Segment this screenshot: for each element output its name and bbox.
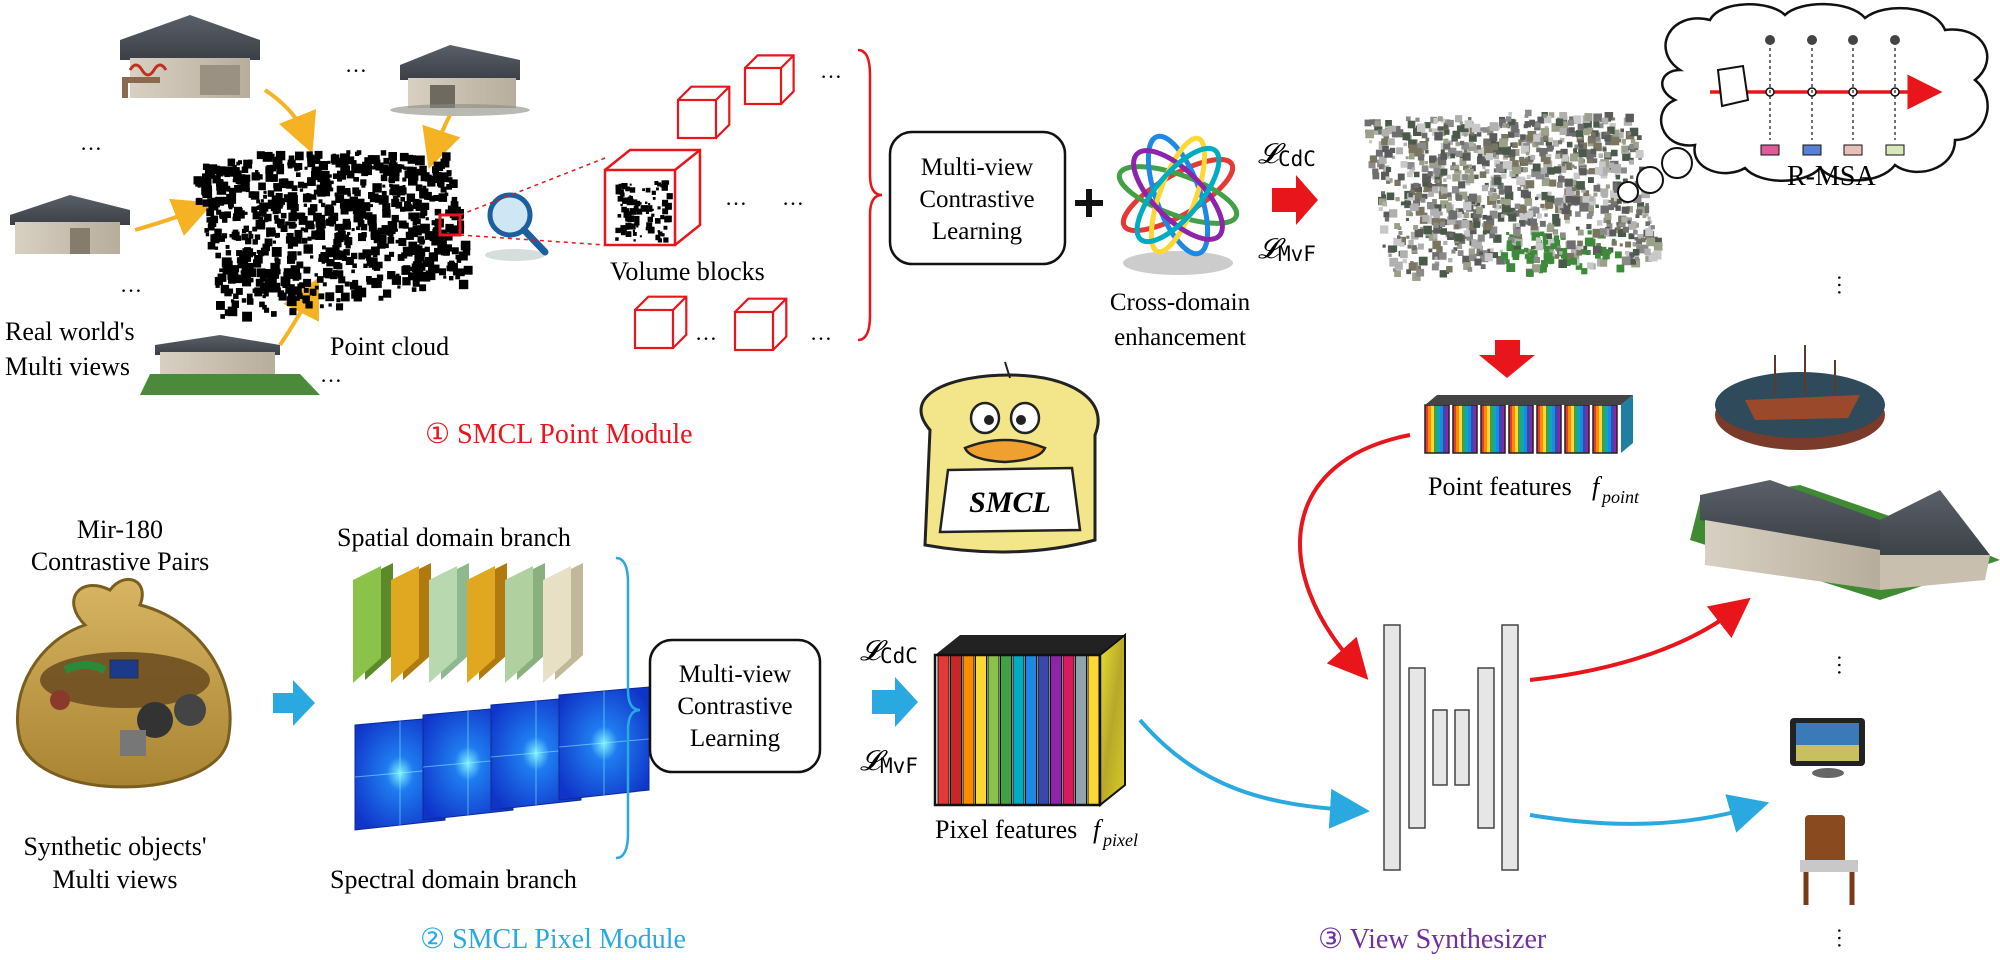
arrow-point-to-synth: [1298, 433, 1411, 680]
point-cloud: [193, 150, 473, 322]
house-thumbnail-1: [120, 15, 260, 98]
ellipsis-vertical-1: …: [1833, 274, 1858, 296]
svg-text:CdC: CdC: [880, 644, 918, 668]
mvcl-point-line3: Learning: [932, 218, 1023, 245]
mvcl-pixel-line1: Multi-view: [679, 661, 792, 688]
view-synthesizer-unet: [1383, 624, 1519, 871]
pixel-module-title: ② SMCL Pixel Module: [420, 924, 686, 955]
spectral-branch-label: Spectral domain branch: [330, 865, 577, 894]
svg-text:MvF: MvF: [1278, 242, 1316, 266]
synthetic-label-1: Synthetic objects': [23, 832, 206, 861]
volume-blocks-label: Volume blocks: [610, 257, 765, 286]
ellipsis-blocks-4: …: [695, 320, 717, 345]
svg-text:f: f: [1592, 472, 1603, 501]
cross-domain-label-1: Cross-domain: [1110, 289, 1251, 316]
ellipsis-bottom-1: …: [320, 362, 342, 387]
blue-block-arrow-1: [273, 680, 315, 726]
mascot-label: SMCL: [969, 486, 1051, 519]
red-block-arrow-right: [1272, 175, 1318, 225]
ellipsis-blocks-2: …: [725, 185, 747, 210]
red-brace: [857, 48, 883, 342]
point-features-label: Point features f point: [1428, 472, 1640, 507]
synthetic-label-2: Multi views: [53, 865, 178, 894]
cross-domain-sphere-icon: [1116, 133, 1240, 275]
zoom-line-1: [459, 157, 606, 216]
point-module-title: ① SMCL Point Module: [425, 419, 693, 450]
pixel-features-cube: [933, 632, 1126, 808]
colored-point-cloud: [1364, 109, 1663, 281]
mvcl-pixel-line3: Learning: [690, 725, 781, 752]
spectral-domain-planes: [354, 686, 650, 831]
cross-domain-label-2: enhancement: [1114, 324, 1246, 351]
synthetic-objects-bag: [15, 577, 232, 789]
blue-block-arrow-2: [872, 677, 918, 727]
pixel-features-label: Pixel features f pixel: [935, 815, 1138, 850]
real-world-label-1: Real world's: [5, 317, 135, 346]
svg-text:Point features: Point features: [1428, 472, 1572, 501]
svg-text:f: f: [1093, 815, 1104, 844]
point-cloud-label: Point cloud: [330, 332, 449, 361]
arrow-pixel-to-synth: [1138, 718, 1370, 829]
output-chair: [1800, 815, 1858, 905]
dataset-label-2: Contrastive Pairs: [31, 547, 209, 576]
mvcl-box-pixel: [648, 638, 822, 774]
mvcl-box-point: [888, 130, 1067, 266]
ellipsis-left-2: …: [120, 272, 142, 297]
mvcl-pixel-line2: Contrastive: [677, 693, 792, 720]
arrow-house2-to-cloud: [422, 114, 461, 169]
ellipsis-blocks-1: …: [820, 58, 842, 83]
loss-mvf-point: 𝓛 MvF: [1258, 234, 1316, 266]
arrow-house1-to-cloud: [263, 88, 317, 154]
magnifier-icon: [485, 192, 549, 261]
svg-text:Pixel features: Pixel features: [935, 815, 1077, 844]
mvcl-point-line2: Contrastive: [919, 186, 1034, 213]
arrow-house3-to-cloud: [134, 198, 214, 236]
mvcl-point-line1: Multi-view: [921, 154, 1034, 181]
ellipsis-vertical-3: …: [1833, 927, 1858, 949]
output-monitor: [1790, 718, 1865, 778]
ellipsis-blocks-5: …: [810, 320, 832, 345]
ellipsis-vertical-2: …: [1833, 654, 1858, 676]
thought-bubbles: [1617, 147, 1693, 203]
ellipsis-blocks-3: …: [782, 185, 804, 210]
svg-text:pixel: pixel: [1101, 830, 1138, 850]
house-thumbnail-2: [390, 45, 530, 116]
red-block-arrow-down: [1479, 340, 1535, 378]
loss-mvf-pixel: 𝓛 MvF: [860, 746, 918, 778]
svg-text:CdC: CdC: [1278, 147, 1316, 171]
house-thumbnail-4: [140, 335, 320, 395]
svg-text:MvF: MvF: [880, 754, 918, 778]
real-world-label-2: Multi views: [5, 352, 130, 381]
dataset-label-1: Mir-180: [77, 515, 163, 544]
plus-icon: [1075, 189, 1103, 217]
arrow-synth-to-output-red: [1529, 597, 1751, 682]
spatial-branch-label: Spatial domain branch: [337, 523, 571, 552]
rmsa-diagram: [1710, 35, 1943, 156]
zoom-line-2: [459, 234, 606, 246]
loss-cdc-point: 𝓛 CdC: [1258, 139, 1316, 171]
arrow-synth-to-output-blue: [1529, 794, 1770, 833]
smcl-mascot: [919, 361, 1100, 554]
synthesizer-title: ③ View Synthesizer: [1318, 924, 1547, 955]
point-features-tensor: [1424, 395, 1633, 454]
rmsa-label: R-MSA: [1787, 161, 1876, 192]
output-ship-scene: [1715, 345, 1885, 450]
house-thumbnail-3: [10, 195, 130, 254]
volume-highlight: [438, 213, 462, 237]
ellipsis-top-1: …: [345, 52, 367, 77]
blue-brace: [615, 556, 641, 860]
spatial-domain-planes: [353, 563, 583, 683]
big-cube: [603, 148, 702, 247]
loss-cdc-pixel: 𝓛 CdC: [860, 636, 918, 668]
ellipsis-left-1: …: [80, 130, 102, 155]
volume-blocks: [633, 54, 795, 352]
svg-text:point: point: [1600, 487, 1640, 507]
output-house-large: [1690, 480, 2000, 600]
